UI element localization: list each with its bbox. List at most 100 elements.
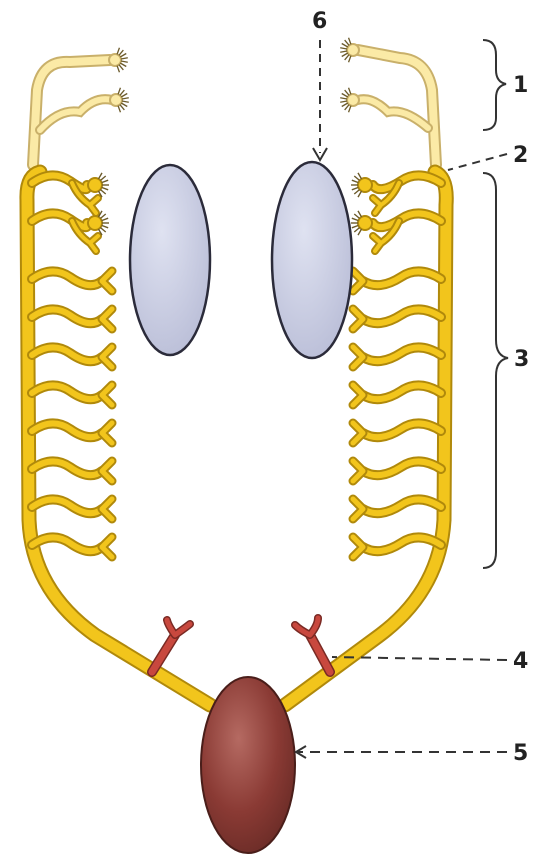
- gonad-left: [130, 165, 210, 355]
- glomerular-tubule-right: [373, 175, 441, 189]
- tubule-right: [363, 309, 441, 323]
- glomerular-tubule-left: [32, 213, 87, 227]
- bristle: [358, 173, 362, 179]
- tubule-end-left: [88, 216, 102, 230]
- bristle: [118, 88, 120, 95]
- bristle: [345, 40, 349, 45]
- bristle: [119, 50, 123, 55]
- tubule-left: [32, 309, 102, 323]
- bristle: [118, 106, 120, 113]
- bristle: [354, 176, 359, 180]
- tubule-left: [32, 347, 102, 361]
- bristle: [122, 98, 129, 99]
- tubule-fork-right: [353, 423, 363, 443]
- tubule-fork-left: [102, 385, 112, 405]
- bristle: [100, 176, 105, 180]
- tubule-fork-left: [102, 309, 112, 329]
- leader-2: [448, 154, 507, 170]
- tubule-fork-left: [102, 537, 112, 557]
- tubule-end-left: [88, 178, 102, 192]
- bristle: [120, 63, 126, 67]
- bristle: [342, 103, 348, 107]
- bristle: [352, 225, 359, 227]
- tubule-right: [363, 423, 441, 437]
- bristle: [349, 106, 351, 113]
- bristle: [354, 189, 359, 193]
- tubule-right: [363, 347, 441, 361]
- tubule-fork-right: [353, 499, 363, 519]
- tubule-fork-right: [353, 271, 363, 291]
- pale-tubules-left: [33, 60, 112, 165]
- bristle: [349, 88, 351, 95]
- glomerular-tubule-left: [32, 175, 87, 189]
- brace-1: [483, 40, 506, 130]
- bristle: [342, 53, 348, 57]
- bristle: [102, 218, 109, 220]
- tubule-fork-right: [353, 385, 363, 405]
- tubule-fork-right: [353, 537, 363, 557]
- bristle: [354, 227, 359, 231]
- bristle: [102, 187, 109, 189]
- bristle: [119, 65, 123, 70]
- bristle: [99, 173, 103, 179]
- bristle: [102, 180, 109, 182]
- bristle: [340, 51, 347, 52]
- tubule-left: [32, 537, 102, 551]
- bristle: [100, 189, 105, 193]
- bristle: [358, 229, 362, 235]
- bristle: [117, 48, 119, 55]
- bristle: [120, 105, 124, 110]
- label-2: 2: [513, 143, 528, 168]
- bristle: [352, 180, 359, 182]
- bristle: [352, 218, 359, 220]
- pale-tubule-end: [110, 94, 122, 106]
- bristle: [354, 214, 359, 218]
- bristle: [120, 90, 124, 95]
- bristle: [340, 98, 347, 99]
- pale-tubule-end: [347, 94, 359, 106]
- tubule-fork-left: [102, 423, 112, 443]
- bristle: [349, 56, 351, 63]
- arrow-6: [313, 148, 327, 160]
- tubule-end-right: [358, 216, 372, 230]
- brace-3: [483, 173, 508, 568]
- bristle: [100, 214, 105, 218]
- tubule-fork-left: [102, 461, 112, 481]
- tubule-right: [363, 499, 441, 513]
- tubule-fork-left: [102, 499, 112, 519]
- tubule-fork-left: [102, 347, 112, 367]
- tubule-left: [32, 271, 102, 285]
- bristle: [340, 48, 347, 49]
- bulb: [201, 677, 295, 853]
- label-1: 1: [513, 73, 528, 98]
- bristle: [117, 66, 119, 73]
- bristle: [121, 58, 128, 59]
- tubule-right: [363, 385, 441, 399]
- bristle: [121, 94, 127, 98]
- tubule-fork-right: [353, 461, 363, 481]
- tubule-fork-right: [353, 347, 363, 367]
- pale-tubule-end: [347, 44, 359, 56]
- bristle: [345, 105, 349, 110]
- label-4: 4: [513, 649, 528, 674]
- bristle: [358, 191, 362, 197]
- pale-tubules-right: [358, 50, 436, 165]
- bristle: [102, 225, 109, 227]
- tubule-fork-right: [353, 309, 363, 329]
- bristle: [121, 61, 128, 62]
- bristle: [352, 187, 359, 189]
- accessory-gland-right: [295, 618, 330, 672]
- tubule-fork-left: [102, 271, 112, 291]
- tubule-left: [32, 461, 102, 475]
- tubule-right: [363, 537, 441, 551]
- bristle: [120, 54, 126, 58]
- bristle: [342, 44, 348, 48]
- accessory-gland-left: [152, 620, 190, 672]
- tubule-left: [32, 423, 102, 437]
- label-5: 5: [513, 741, 528, 766]
- tubule-right: [363, 271, 441, 285]
- tubule-right: [363, 461, 441, 475]
- label-6: 6: [312, 9, 327, 34]
- tubule-left: [32, 385, 102, 399]
